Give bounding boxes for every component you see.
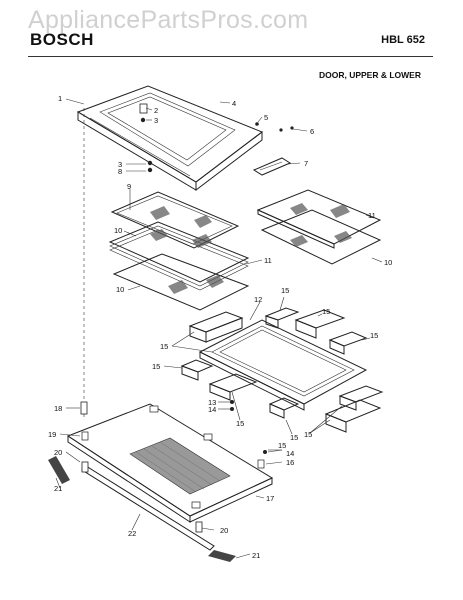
callout-15c: 15 bbox=[370, 331, 378, 340]
callout-15b: 15 bbox=[322, 307, 330, 316]
callout-12: 12 bbox=[254, 295, 262, 304]
callout-4: 4 bbox=[232, 99, 236, 108]
callout-2: 2 bbox=[154, 106, 158, 115]
callout-10a: 10 bbox=[114, 226, 122, 235]
callout-9: 9 bbox=[127, 182, 131, 191]
callout-16: 16 bbox=[286, 458, 294, 467]
leader-lines bbox=[55, 98, 383, 559]
callout-11a: 11 bbox=[264, 256, 272, 265]
callout-11b: 11 bbox=[368, 211, 376, 220]
part-10-11-glass-right bbox=[256, 189, 382, 265]
callout-18: 18 bbox=[54, 404, 62, 413]
callout-20b: 20 bbox=[220, 526, 228, 535]
brand-logo: BOSCH bbox=[30, 30, 94, 49]
part-18-pin bbox=[80, 401, 88, 415]
part-4-door-frame bbox=[76, 85, 264, 192]
part-17-bottom-panel bbox=[66, 403, 274, 523]
callout-21a: 21 bbox=[54, 484, 62, 493]
callout-14b: 14 bbox=[286, 449, 294, 458]
callout-17: 17 bbox=[266, 494, 274, 503]
model-number: HBL 652 bbox=[381, 34, 425, 46]
part-21-screws bbox=[48, 456, 236, 562]
callout-numbers: 1 2 3 4 5 6 7 3 8 9 10 11 10 11 10 12 15… bbox=[48, 94, 392, 560]
callout-10c: 10 bbox=[384, 258, 392, 267]
callout-1: 1 bbox=[58, 94, 62, 103]
part-22-rod bbox=[81, 461, 215, 551]
part-9-10-11-glass-stack bbox=[108, 191, 250, 311]
callout-3: 3 bbox=[154, 116, 158, 125]
callout-15e: 15 bbox=[152, 362, 160, 371]
callout-19: 19 bbox=[48, 430, 56, 439]
part-7-clip bbox=[252, 157, 292, 176]
part-13-14-screws bbox=[230, 400, 267, 454]
part-12-inner-frame bbox=[198, 319, 368, 411]
callout-14a: 14 bbox=[208, 405, 216, 414]
callout-15f: 15 bbox=[236, 419, 244, 428]
callout-15g: 15 bbox=[290, 433, 298, 442]
callout-13: 13 bbox=[208, 398, 216, 407]
watermark: AppliancePartsPros.com bbox=[28, 6, 309, 34]
callout-7: 7 bbox=[304, 159, 308, 168]
callout-10b: 10 bbox=[116, 285, 124, 294]
section-title: DOOR, UPPER & LOWER bbox=[318, 70, 421, 80]
callout-5: 5 bbox=[264, 113, 268, 122]
callout-3b: 3 bbox=[118, 160, 122, 169]
callout-15h: 15 bbox=[304, 430, 312, 439]
callout-6: 6 bbox=[310, 127, 314, 136]
callout-21b: 21 bbox=[252, 551, 260, 560]
callout-8: 8 bbox=[118, 167, 122, 176]
part-15-insulation-blocks bbox=[180, 307, 384, 433]
callout-20a: 20 bbox=[54, 448, 62, 457]
callout-22: 22 bbox=[128, 529, 136, 538]
part-5-6-screws bbox=[255, 122, 294, 132]
callout-15a: 15 bbox=[281, 286, 289, 295]
header-rule bbox=[28, 56, 433, 57]
callout-15d: 15 bbox=[160, 342, 168, 351]
callout-15-bottom: 15 bbox=[278, 441, 286, 450]
